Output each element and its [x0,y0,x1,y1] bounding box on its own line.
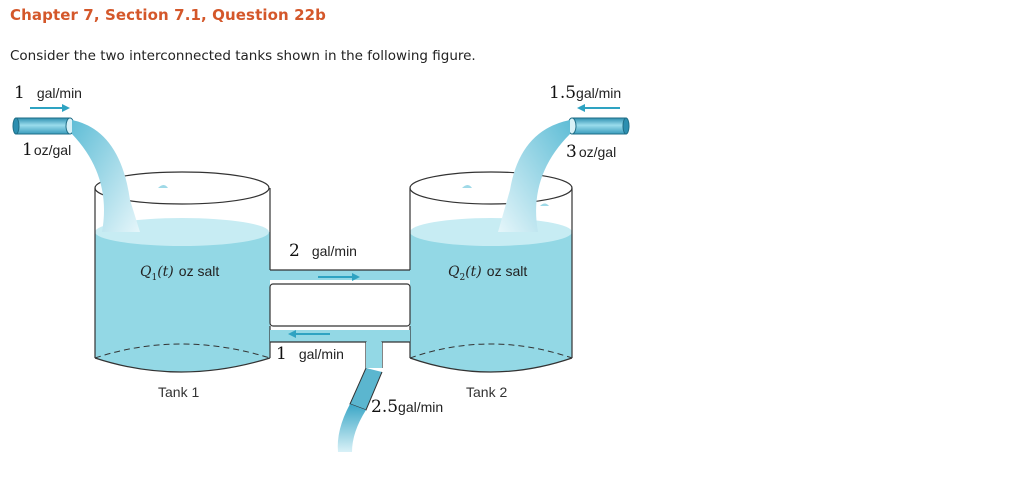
tank-1 [94,171,271,373]
inflow-left-conc: 1oz/gal [22,140,71,160]
inflow-pipe-right [462,117,630,232]
outflow-rate: 2.5gal/min [371,397,443,417]
arrow-inflow-right [577,104,620,112]
tank-2-quantity: Q2(t)oz salt [448,263,527,283]
tank-2-label: Tank 2 [466,384,507,400]
inflow-right-rate: 1.5gal/min [549,83,621,103]
inflow-pipe-left [12,117,168,232]
page-title: Chapter 7, Section 7.1, Question 22b [10,6,327,24]
arrow-pipe-top [318,273,360,281]
outflow-spout [337,367,383,452]
tank-1-label: Tank 1 [158,384,199,400]
intro-text: Consider the two interconnected tanks sh… [10,48,476,64]
pipe-middle-block [269,283,411,327]
tank-1-quantity: Q1(t)oz salt [140,263,219,283]
arrow-pipe-bottom [288,330,330,338]
arrow-inflow-left [30,104,70,112]
pipe-top [270,269,410,280]
tank-2 [409,171,573,373]
